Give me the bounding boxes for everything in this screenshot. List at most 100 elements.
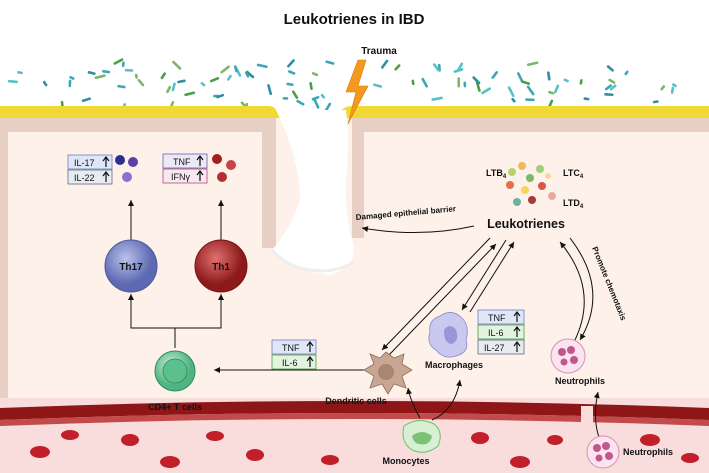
bacterium [325,60,335,65]
bacterium [102,70,111,74]
bacterium [608,78,616,84]
bacterium [660,85,666,91]
dendritic-label: Dendritic cells [325,396,387,406]
bacterium [457,62,464,71]
red-blood-cells [30,430,699,468]
macrophage-cell: Macrophages [425,312,483,370]
bacterium [245,70,255,79]
cytokine-il22: IL-22 [74,173,95,183]
bacterium [296,99,305,106]
cytokine-tnf: TNF [173,157,191,167]
cd4-t-cell: CD4+ T cells [148,350,202,412]
monocytes-label: Monocytes [382,456,429,466]
neutrophils-tissue-label: Neutrophils [555,376,605,386]
bacterium [554,84,560,94]
bacterium [521,80,531,85]
bacterium [134,73,138,79]
up-arrow-icon [306,356,314,367]
bacterium [69,75,75,80]
bacterium [491,71,498,79]
bacterium [177,79,186,84]
macrophages-label: Macrophages [425,360,483,370]
ltd4-label: LTD4 [563,198,584,210]
cytokine-il27: IL-27 [484,343,505,353]
bacterium [481,87,492,95]
bacterium [256,63,268,69]
cd4-label: CD4+ T cells [148,402,202,412]
cytokine-il17: IL-17 [74,158,95,168]
bacterium [17,71,23,75]
bacterium [324,102,332,112]
bacterium [373,83,383,88]
macrophage-cytokines: TNF IL-6 IL-27 [477,309,525,355]
bacterium [381,59,389,69]
bacterium [7,79,18,84]
bacterium [609,84,617,91]
bacterium [60,100,64,108]
lightning-icon [345,59,369,125]
bacterium [511,97,516,103]
bacterium [472,76,481,85]
up-arrow-icon [102,171,110,182]
up-arrow-icon [513,326,521,337]
bacterium [291,90,299,99]
bacterium [313,99,320,109]
leukotrienes-label: Leukotrienes [487,217,565,231]
bacterium [517,72,524,83]
bacterium [171,82,176,92]
bacterium [137,78,145,87]
up-arrow-icon [513,311,521,322]
epithelium [0,110,709,410]
bacterium [227,74,232,81]
bacterium [604,92,614,97]
th17-cell: Th17 [104,239,158,293]
bacterium [457,77,461,88]
bacterium [579,79,583,85]
bacterium [507,86,515,98]
cytokine-il6: IL-6 [282,358,298,368]
th17-label: Th17 [119,262,143,273]
ltb4-label: LTB4 [486,168,507,180]
neutrophil-blood-cell: Neutrophils [586,435,673,469]
bacterium [548,99,554,108]
up-arrow-icon [196,170,204,181]
trauma-label: Trauma [361,46,397,57]
up-arrow-icon [513,341,521,352]
bacterium [670,86,675,94]
bacterium [475,80,481,92]
bacterium [81,97,92,103]
bacterium [548,90,555,95]
th17-cytokines: IL-17 IL-22 [67,154,138,185]
bacterium [309,82,313,91]
bacterium [421,77,429,88]
bacterium [311,72,319,77]
bacterium [463,81,467,88]
bacterium [547,71,551,81]
bacterium [525,98,535,102]
bacterium [210,77,220,83]
bacterium [113,58,124,65]
th1-cytokines: TNF IFNγ [162,153,236,184]
vessel-wall [0,401,709,420]
bacterium [68,79,72,88]
neutrophils-blood-label: Neutrophils [623,447,673,457]
dendritic-cytokines: TNF IL-6 [271,339,317,370]
bacterium [526,85,535,96]
bacterium [233,65,238,73]
leukotriene-molecules [506,162,556,206]
bacterium [166,85,172,94]
bacterium [431,96,443,101]
cytokine-tnf: TNF [488,313,506,323]
bacterium [320,93,326,99]
neutrophil-tissue-cell: Neutrophils [550,338,605,386]
bacterium [286,82,294,87]
bacterium [624,70,629,76]
bacterium [267,84,273,96]
bacterium [42,80,48,87]
bacterium [604,84,612,91]
bacterium [94,74,106,80]
bacterium [117,84,126,89]
bacterium [87,71,96,75]
